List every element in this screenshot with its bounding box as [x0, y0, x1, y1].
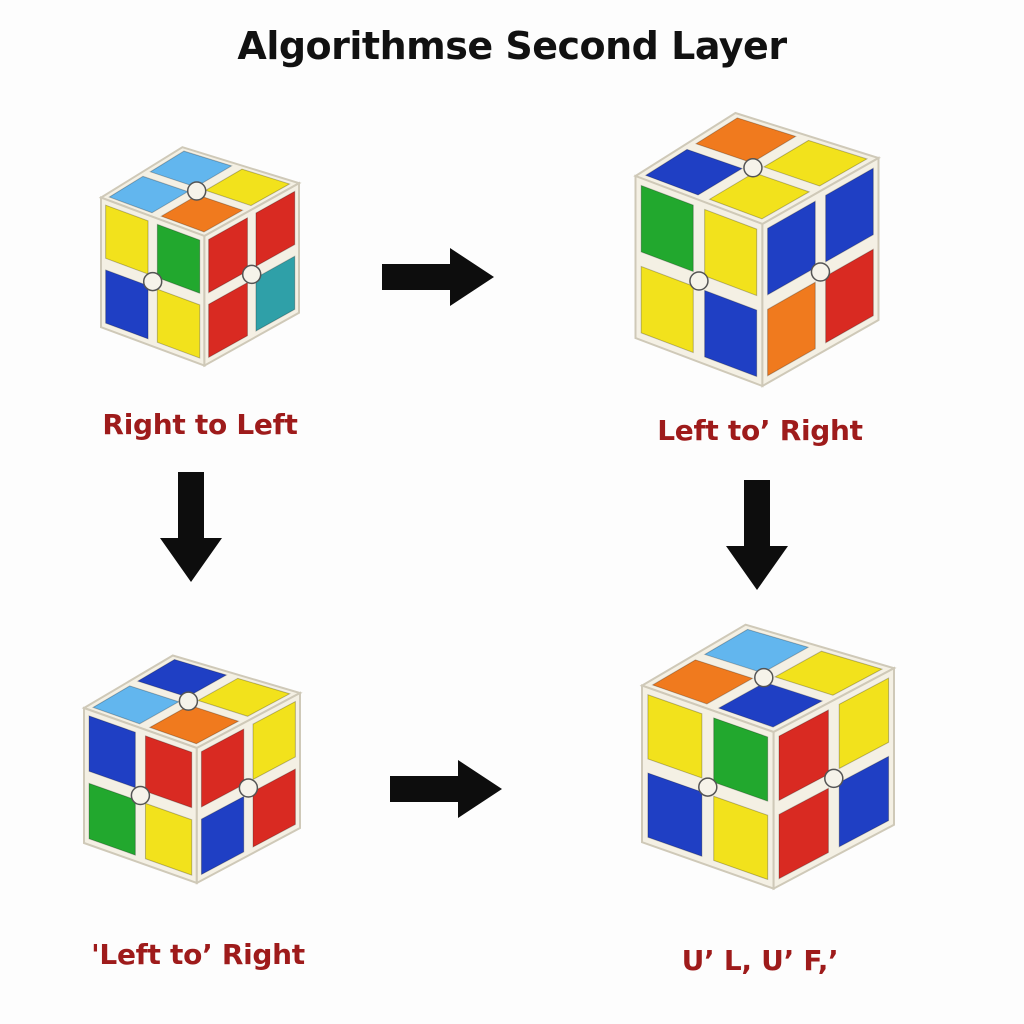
cube-hub — [186, 181, 207, 201]
cube-hub — [689, 271, 709, 291]
cube-sticker-red — [255, 190, 296, 268]
cube-sticker-blue — [717, 681, 824, 728]
cube-sticker-red — [825, 248, 874, 344]
cube-sticker-yellow — [144, 802, 193, 876]
cube-hub — [241, 264, 262, 285]
cube-label-right-to-left: Right to Left — [102, 408, 298, 441]
cube-sticker-orange — [651, 659, 754, 705]
cube-hub — [130, 785, 151, 806]
cube-sticker-red — [778, 787, 829, 880]
cube-sticker-blue — [647, 772, 703, 857]
cube-sticker-red — [208, 281, 248, 359]
cube-sticker-green — [156, 223, 201, 294]
cube-sticker-green — [640, 184, 694, 273]
cube-hub — [754, 667, 774, 688]
cube-sticker-orange — [148, 704, 240, 745]
cube-sticker-blue — [825, 167, 874, 263]
cube-sticker-blue — [105, 269, 149, 340]
cube-sticker-yellow — [704, 208, 758, 297]
cube-top-left — [98, 146, 302, 368]
cube-sticker-blue — [644, 148, 744, 196]
cube-sticker-yellow — [647, 694, 703, 779]
cube-sticker-lightblue — [703, 628, 810, 674]
cube-sticker-green — [88, 782, 136, 856]
cube-sticker-orange — [160, 194, 244, 233]
cube-hub — [238, 778, 259, 798]
cube-hub — [178, 691, 199, 711]
cube-sticker-teal — [255, 255, 296, 332]
arrow-right-bottom-icon — [390, 760, 502, 818]
cube-sticker-yellow — [708, 172, 811, 220]
cube-hub — [743, 158, 763, 178]
cube-sticker-blue — [136, 659, 228, 698]
cube-sticker-blue — [838, 755, 890, 848]
cube-bottom-left — [81, 654, 303, 885]
cube-sticker-yellow — [838, 677, 890, 770]
cube-sticker-blue — [200, 795, 245, 876]
cube-sticker-blue — [704, 289, 758, 378]
arrow-down-right-icon — [726, 480, 788, 590]
cube-sticker-orange — [767, 281, 816, 377]
cube-sticker-yellow — [196, 677, 291, 717]
cube-label-algorithm: U’ L, U’ F,’ — [681, 944, 839, 977]
cube-hub — [824, 768, 844, 789]
cube-sticker-yellow — [640, 265, 694, 354]
cube-top-right — [633, 111, 881, 388]
cube-sticker-orange — [694, 117, 797, 164]
cube-sticker-yellow — [156, 288, 201, 359]
cube-sticker-lightblue — [149, 150, 233, 188]
cube-label-left-to-right-quoted: 'Left to’ Right — [91, 938, 305, 971]
arrow-right-top-icon — [382, 248, 494, 306]
cube-sticker-yellow — [204, 168, 291, 207]
cube-sticker-yellow — [762, 139, 869, 187]
page-title: Algorithmse Second Layer — [237, 24, 787, 68]
cube-hub — [698, 777, 718, 797]
cube-sticker-yellow — [252, 700, 296, 781]
cube-hub — [810, 262, 831, 282]
cube-sticker-red — [144, 735, 193, 809]
cube-bottom-right — [639, 623, 897, 891]
cube-sticker-green — [713, 717, 769, 802]
arrow-down-left-icon — [160, 472, 222, 582]
cube-sticker-yellow — [713, 795, 769, 881]
cube-hub — [142, 271, 163, 292]
cube-sticker-yellow — [773, 650, 884, 696]
cube-sticker-red — [252, 768, 296, 848]
cube-label-left-to-right: Left to’ Right — [657, 414, 863, 447]
